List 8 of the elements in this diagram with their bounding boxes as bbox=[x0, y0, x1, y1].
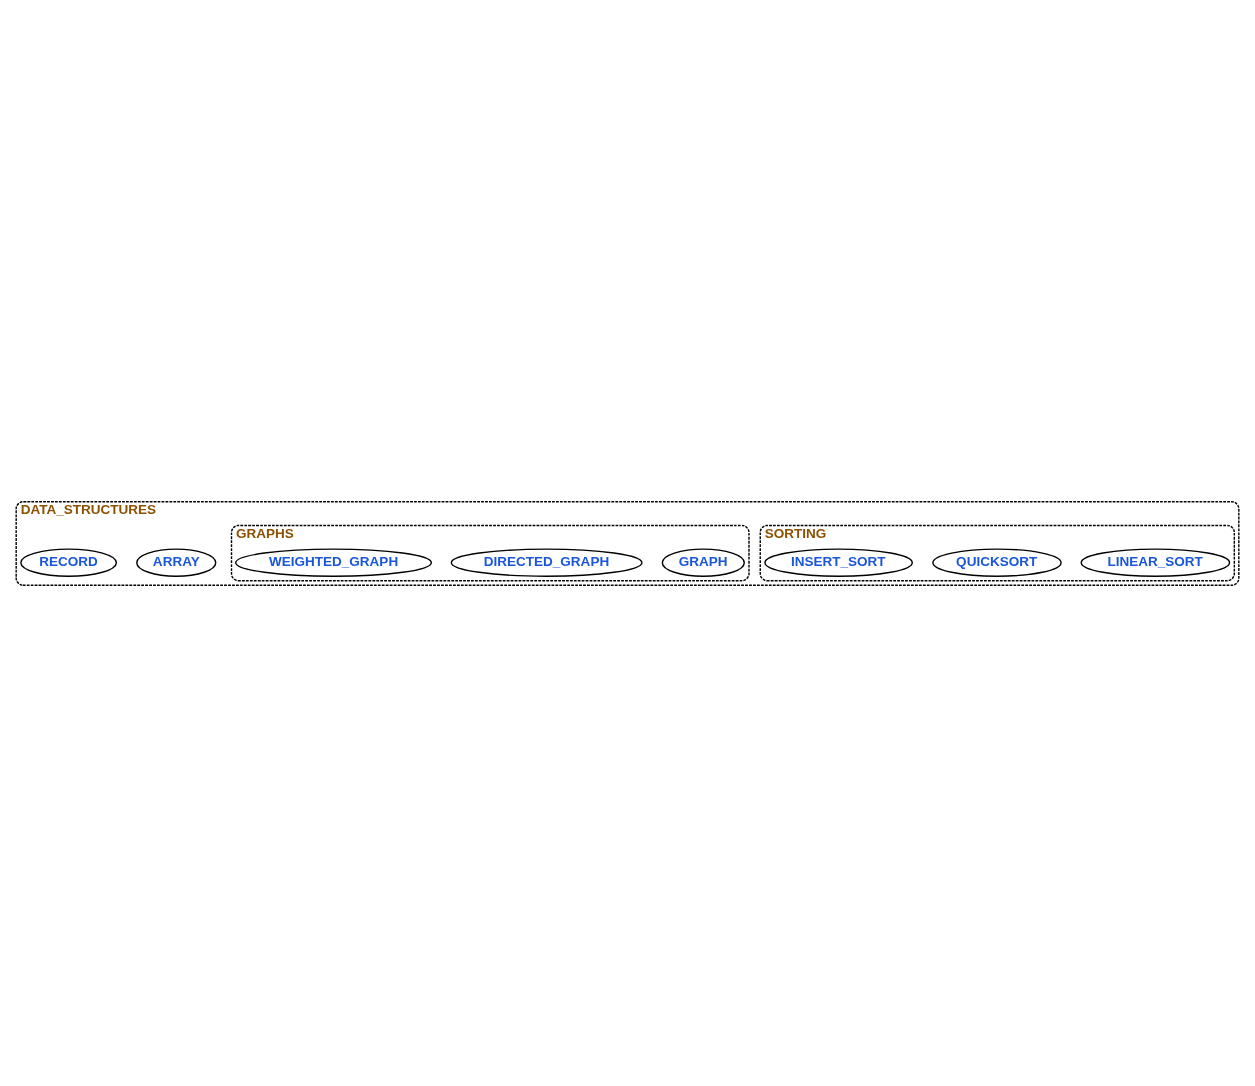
node-ellipse: LINEAR_SORT bbox=[1080, 547, 1231, 577]
node-ellipse: ARRAY bbox=[136, 547, 217, 577]
node-ellipse: WEIGHTED_GRAPH bbox=[235, 547, 433, 577]
node-ellipse: INSERT_SORT bbox=[764, 547, 913, 577]
node-ellipse: QUICKSORT bbox=[932, 547, 1062, 577]
node-ellipse: GRAPH bbox=[661, 547, 745, 577]
node-ellipse: RECORD bbox=[20, 547, 118, 577]
node-ellipse: DIRECTED_GRAPH bbox=[450, 547, 643, 577]
